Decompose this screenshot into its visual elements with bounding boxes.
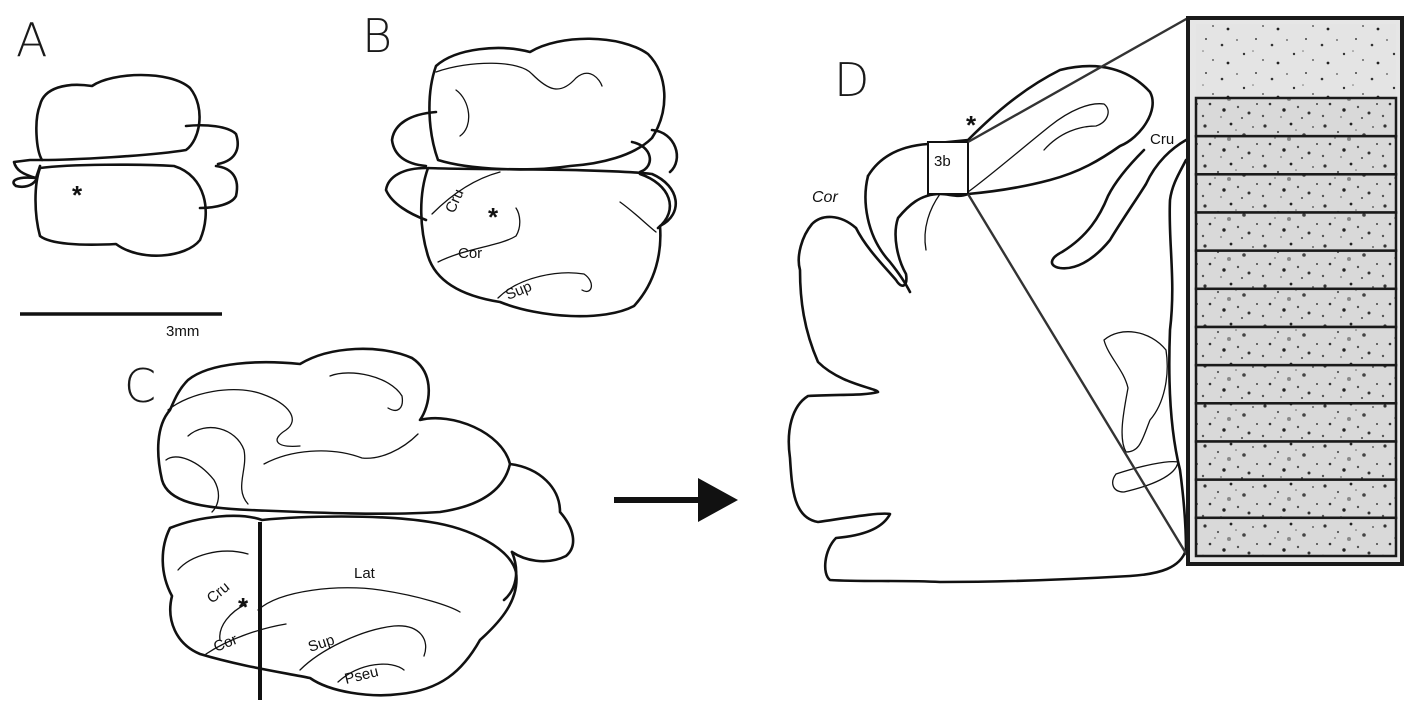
scale-bar-label: 3mm <box>166 323 199 340</box>
panel-d-label-cru: Cru <box>1150 131 1174 148</box>
micrograph-band <box>1196 327 1396 365</box>
panel-b-asterisk: * <box>488 202 499 232</box>
micrograph-band <box>1196 136 1396 174</box>
panel-b: B Cru * Cor Sup <box>362 9 677 316</box>
panel-c-label-cor: Cor <box>211 631 240 656</box>
micrograph-band <box>1196 403 1396 441</box>
panel-d: D 3b * Cor Cru <box>789 18 1402 582</box>
arrow-c-to-d <box>614 478 738 522</box>
micrograph-band <box>1196 480 1396 518</box>
panel-b-label-cor: Cor <box>458 245 482 262</box>
panel-b-cerebellum-drawing <box>386 39 677 316</box>
panel-a-asterisk: * <box>72 180 83 210</box>
panel-a-cerebellum-drawing <box>13 75 237 256</box>
micrograph-band <box>1196 174 1396 212</box>
panel-c-label-sup: Sup <box>306 631 337 655</box>
panel-d-asterisk: * <box>966 110 977 140</box>
micrograph-band <box>1196 213 1396 251</box>
micrograph-band <box>1196 98 1396 136</box>
panel-d-sagittal-section <box>789 66 1186 582</box>
panel-b-letter: B <box>362 9 392 63</box>
panel-d-region-3b-label: 3b <box>934 153 951 170</box>
panel-c-letter: C <box>124 359 156 413</box>
panel-a-letter: A <box>16 13 47 67</box>
micrograph-band <box>1196 251 1396 289</box>
panel-b-label-cru: Cru <box>442 187 467 216</box>
zoom-line-bottom <box>968 194 1190 560</box>
panel-d-label-cor: Cor <box>812 189 838 206</box>
micrograph-inset <box>1188 18 1402 564</box>
panel-d-letter: D <box>834 53 869 107</box>
arrow-head-icon <box>698 478 738 522</box>
panel-b-label-sup: Sup <box>503 278 534 304</box>
micrograph-band <box>1196 518 1396 556</box>
panel-c-label-lat: Lat <box>354 565 376 582</box>
micrograph-band <box>1196 442 1396 480</box>
panel-c-asterisk: * <box>238 592 249 622</box>
panel-c-label-pseu: Pseu <box>343 663 380 688</box>
panel-c: C Cru * Lat Cor Sup Pseu <box>124 349 573 700</box>
micrograph-molecular-layer <box>1196 24 1396 98</box>
micrograph-band <box>1196 289 1396 327</box>
panel-c-label-cru: Cru <box>204 579 233 608</box>
scale-bar: 3mm <box>20 314 222 340</box>
zoom-line-top <box>968 18 1188 142</box>
micrograph-bands <box>1196 98 1396 556</box>
micrograph-band <box>1196 365 1396 403</box>
panel-a: A * <box>13 13 237 256</box>
